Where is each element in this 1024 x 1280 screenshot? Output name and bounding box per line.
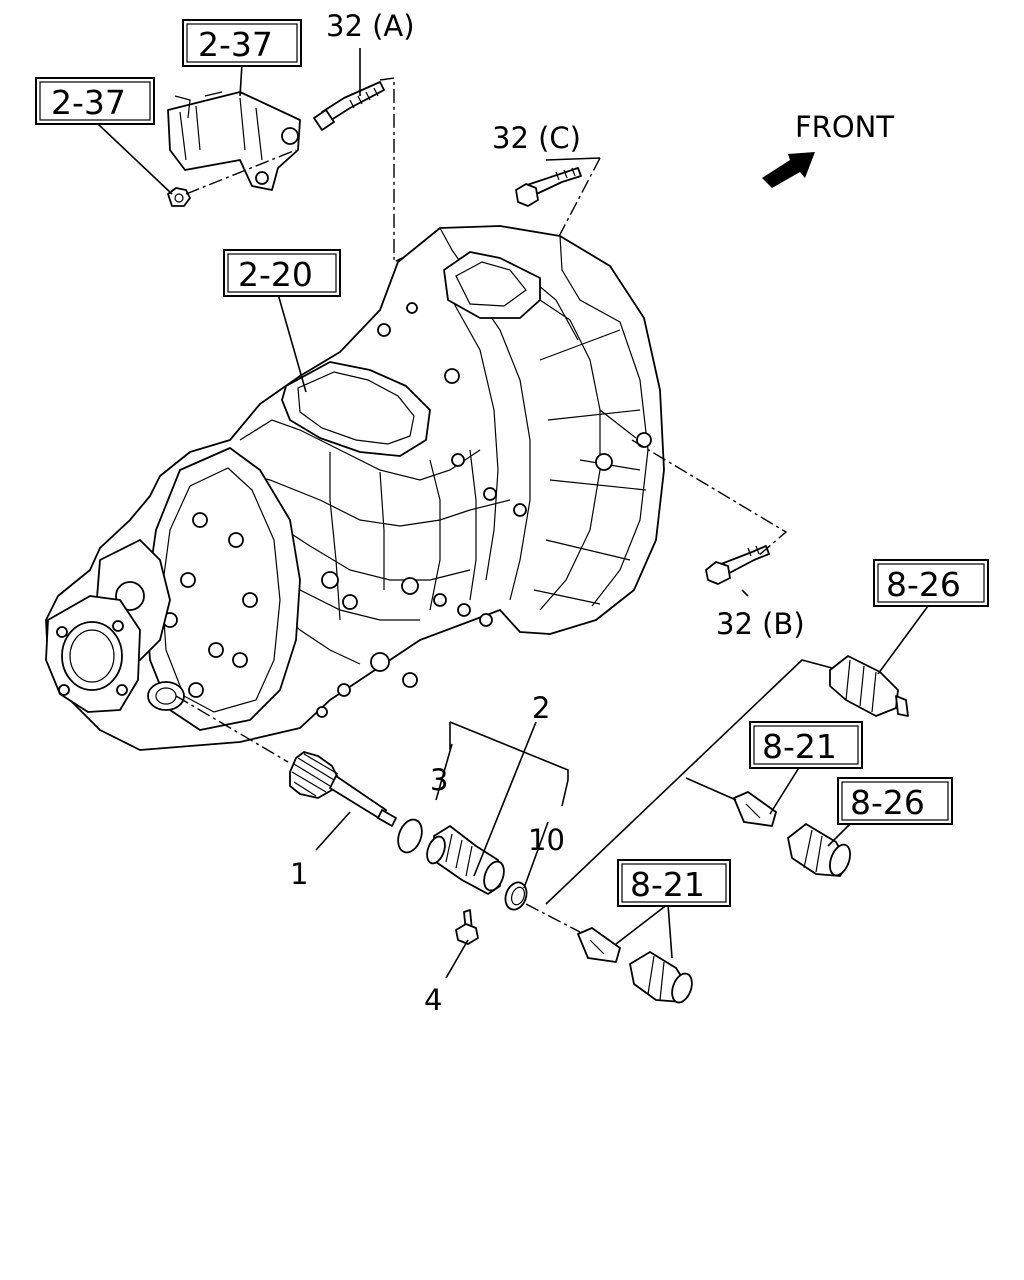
ref-box-8-21-bot: 8-21: [617, 859, 731, 907]
ref-label-2-37-left: 2-37: [51, 83, 126, 122]
ref-box-8-26-mid: 8-26: [837, 777, 953, 825]
ref-box-2-37-left: 2-37: [35, 77, 155, 125]
callout-2: 2: [532, 691, 550, 725]
mount-bracket: [167, 91, 301, 191]
bolt-32c: [515, 167, 582, 207]
ref-label-8-21-mid: 8-21: [762, 727, 837, 766]
sleeve-2: [426, 825, 505, 895]
callout-1: 1: [290, 857, 308, 891]
front-label: FRONT: [795, 110, 894, 144]
ref-label-2-20: 2-20: [238, 255, 313, 294]
nut-2-37: [167, 187, 191, 207]
connector-8-21-mid: [733, 791, 777, 827]
ref-box-8-26-top: 8-26: [873, 559, 989, 607]
front-arrow-icon: [762, 152, 815, 188]
callout-32c: 32 (C): [492, 121, 581, 155]
callout-32b: 32 (B): [716, 607, 805, 641]
callout-10: 10: [528, 823, 565, 857]
driven-gear-1: [289, 751, 397, 827]
o-ring-3: [397, 818, 423, 854]
ref-label-2-37-top: 2-37: [198, 25, 273, 64]
seal-10: [504, 881, 528, 911]
bolt-4: [455, 909, 479, 945]
ref-label-8-26-top: 8-26: [886, 565, 961, 604]
bolt-32b: [705, 545, 770, 585]
ref-box-2-20: 2-20: [223, 249, 341, 297]
ref-label-8-21-bot: 8-21: [630, 865, 705, 904]
callout-32a: 32 (A): [326, 9, 415, 43]
front-indicator: FRONT: [762, 110, 894, 188]
bolt-32a: [313, 81, 385, 131]
callout-4: 4: [424, 983, 442, 1017]
ref-box-2-37-top: 2-37: [182, 19, 302, 67]
sensor-8-26-mid: [787, 823, 851, 877]
sensor-8-21-bot: [629, 951, 693, 1004]
callout-3: 3: [430, 763, 448, 797]
ref-label-8-26-mid: 8-26: [850, 783, 925, 822]
connector-8-21-bot: [577, 927, 621, 963]
ref-box-8-21-mid: 8-21: [749, 721, 863, 769]
transmission-housing: [45, 225, 665, 751]
sensor-8-26-top: [829, 655, 909, 717]
